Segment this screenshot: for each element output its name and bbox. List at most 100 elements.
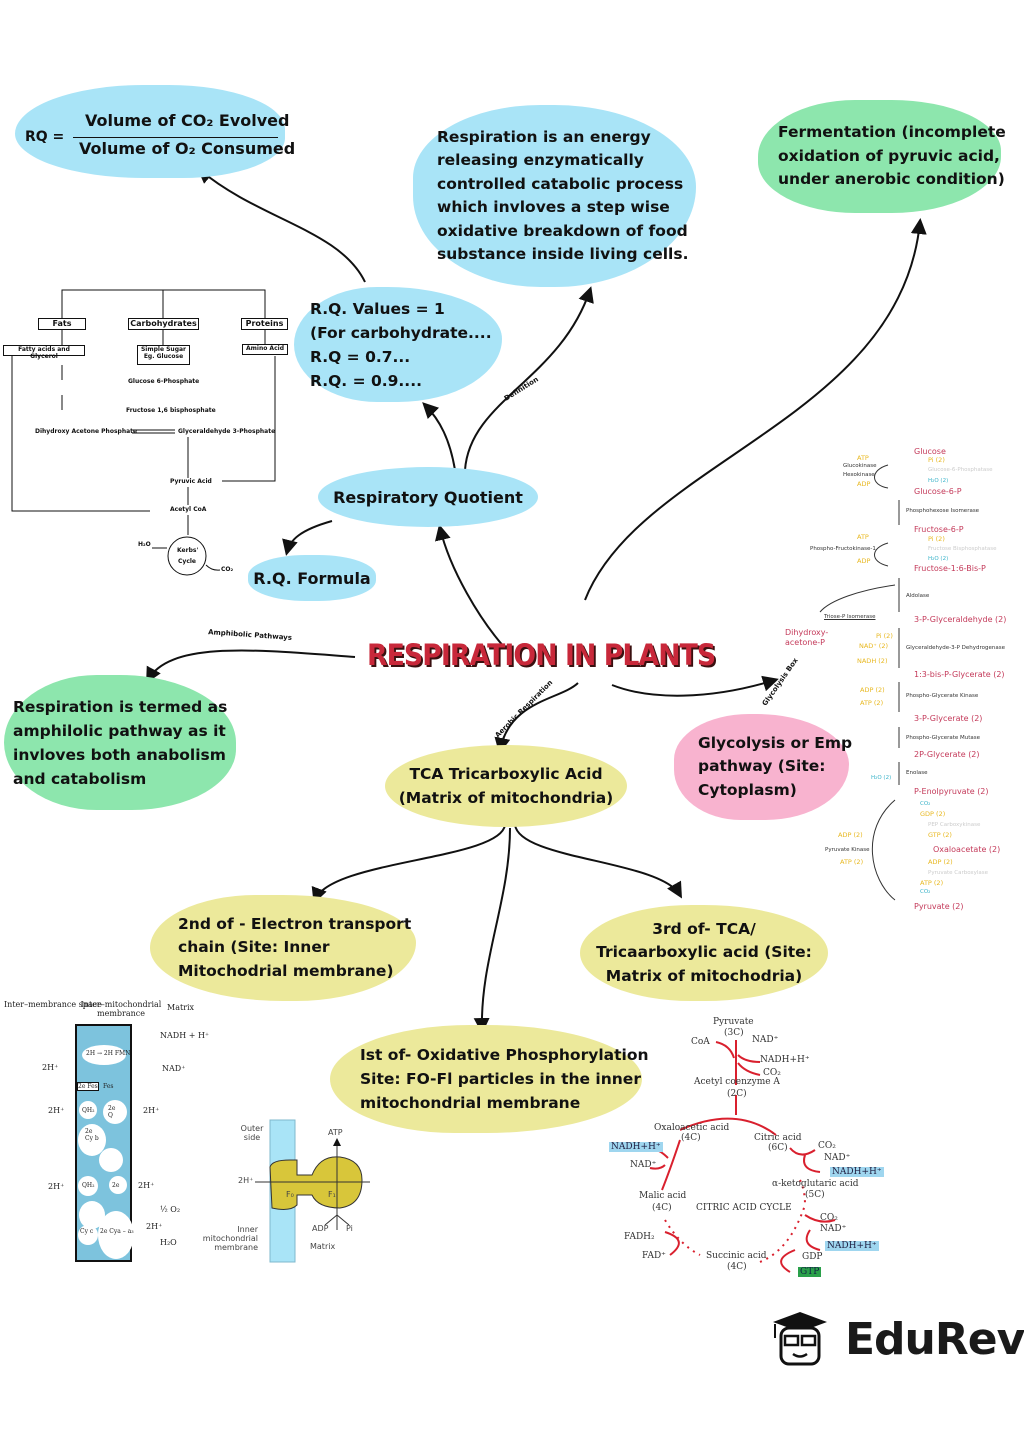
f0-label: F₀ (286, 1190, 294, 1199)
amphibolic-line: Respiration is termed as (13, 697, 228, 716)
q-label: 2e Q (108, 1105, 116, 1119)
inner-membrane-label: Inner mitochondrial membrane (202, 1225, 258, 1252)
definition-line: controlled catabolic process (437, 174, 684, 193)
akg-label: α-ketoglutaric acid (772, 1179, 859, 1189)
metabolite: 1:3-bis-P-Glycerate (2) (914, 670, 1005, 679)
proteins-box: Proteins (241, 318, 288, 330)
amphibolic-line: invloves both anabolism (13, 745, 226, 764)
amino-acid-box: Amino Acid (242, 344, 288, 355)
enzyme: Enolase (906, 770, 928, 776)
carbon-count: (6C) (768, 1143, 788, 1153)
co2-label: CO₂ (221, 566, 234, 573)
fes-label: Fes (103, 1083, 114, 1090)
tca-third-node[interactable]: 3rd of- TCA/ Tricaarboxylic acid (Site: … (580, 905, 828, 1001)
oxygen-label: ½ O₂ (160, 1205, 181, 1214)
cyc-label: Cy c (80, 1228, 94, 1235)
enzyme: Hexokinase (843, 472, 875, 478)
amphibolic-bubble: Respiration is termed as amphilolic path… (4, 675, 236, 810)
rq-formula-bubble: RQ = Volume of CO₂ Evolved Volume of O₂ … (15, 85, 295, 178)
respiratory-quotient-node[interactable]: Respiratory Quotient (318, 467, 538, 527)
oxphos-line: Site: FO-Fl particles in the inner (360, 1070, 641, 1088)
metabolite: acetone-P (785, 638, 825, 647)
rq-value-line: R.Q = 0.7... (310, 347, 411, 366)
tca-node[interactable]: TCA Tricarboxylic Acid (Matrix of mitoch… (385, 745, 627, 827)
outer-side-label: Outer side (240, 1124, 264, 1142)
metabolite: 2P-Glycerate (2) (914, 750, 980, 759)
imm-label: Inter–mitochondrial membrance (80, 1000, 162, 1018)
pi-label: Pi (346, 1224, 353, 1233)
oxphos-line: Ist of- Oxidative Phosphorylation (360, 1046, 649, 1064)
cofactor: ATP (2) (840, 858, 864, 866)
enzyme: Pyruvate Carboxylase (928, 870, 989, 876)
fatty-acids-box: Fatty acids and Glycerol (3, 345, 85, 360)
cofactor: ATP (2) (860, 699, 884, 707)
cofactor: ADP (2) (838, 831, 863, 839)
nad-label: NAD⁺ (630, 1160, 657, 1170)
rq-values-bubble: R.Q. Values = 1 (For carbohydrate.... R.… (294, 287, 502, 402)
coa-label: CoA (691, 1037, 710, 1047)
cofactor: NADH (2) (857, 657, 888, 665)
h2o-label: H₂O (138, 541, 151, 548)
matrix-label: Matrix (167, 1003, 195, 1012)
cofactor: CO₂ (920, 801, 931, 807)
proton-label: 2H⁺ (146, 1222, 163, 1231)
electron-label: 2e (112, 1182, 120, 1189)
page-title: RESPIRATION IN PLANTS (367, 638, 716, 672)
glycolysis-line: Cytoplasm) (698, 780, 797, 799)
cofactor: ATP (857, 533, 869, 541)
enzyme: Triose-P Isomerase (824, 614, 876, 620)
proton-label: 2H⁺ (48, 1182, 65, 1191)
nadh-label: NADH+H⁺ (760, 1055, 810, 1065)
enzyme: Phospho-Glycerate Kinase (906, 693, 979, 699)
co2-label: CO₂ (818, 1141, 836, 1151)
malic-label: Malic acid (639, 1191, 687, 1201)
carbon-count: (4C) (681, 1133, 701, 1143)
carbon-count: (3C) (724, 1028, 744, 1038)
matrix-label: Matrix (310, 1242, 336, 1251)
cycle-label: CITRIC ACID CYCLE (696, 1203, 792, 1213)
co2-label: CO₂ (763, 1068, 781, 1078)
fadh-label: FADH₂ (624, 1232, 655, 1242)
enzyme: Phosphohexose Isomerase (906, 508, 980, 514)
enzyme: Aldolase (906, 593, 930, 599)
fermentation-line: Fermentation (incomplete (778, 123, 1006, 142)
f1-label: F₁ (328, 1190, 336, 1199)
cofactor: ATP (2) (920, 879, 944, 887)
glycolysis-node[interactable]: Glycolysis or Emp pathway (Site: Cytopla… (674, 714, 852, 820)
carbon-count: (5C) (805, 1190, 825, 1200)
definition-bubble: Respiration is an energy releasing enzym… (413, 105, 696, 287)
cofactor: ADP (2) (860, 686, 885, 694)
glycolysis-line: pathway (Site: (698, 757, 826, 776)
enzyme: Glucose-6-Phosphatase (928, 467, 993, 473)
carbon-count: (4C) (727, 1262, 747, 1272)
tca-line: TCA Tricarboxylic Acid (409, 765, 603, 783)
nad-label: NAD⁺ (820, 1224, 847, 1234)
metabolite: Oxaloacetate (2) (933, 845, 1001, 854)
fes-box: 2e Fes (77, 1082, 99, 1091)
proton-label: 2H⁺ (48, 1106, 65, 1115)
metabolite: P-Enolpyruvate (2) (914, 787, 989, 796)
respiratory-quotient-label: Respiratory Quotient (333, 487, 523, 507)
acetyl-label: Acetyl CoA (170, 506, 207, 513)
fermentation-line: under anerobic condition) (778, 170, 1005, 189)
etc-line: 2nd of - Electron transport (178, 914, 412, 933)
oxphos-line: mitochondrial membrane (360, 1094, 581, 1112)
cofactor: CO₂ (920, 889, 931, 895)
rq-formula-node[interactable]: R.Q. Formula (248, 555, 376, 601)
fermentation-bubble: Fermentation (incomplete oxidation of py… (758, 100, 1006, 213)
etc-node[interactable]: 2nd of - Electron transport chain (Site:… (150, 895, 416, 1001)
dhap-label: Dihydroxy Acetone Phosphate (35, 428, 138, 435)
cyb-label: 2e Cy b (85, 1128, 99, 1142)
cofactor: GTP (2) (928, 831, 952, 839)
water-label: H₂O (160, 1238, 177, 1247)
oxphos-node[interactable]: Ist of- Oxidative Phosphorylation Site: … (330, 1025, 649, 1133)
enzyme: Glyceraldehyde-3-P Dehydrogenase (906, 645, 1005, 651)
cofactor: H₂O (2) (928, 556, 949, 562)
nadh-badge: NADH+H⁺ (830, 1167, 884, 1177)
rq-formula-label: R.Q. Formula (253, 568, 371, 588)
metabolite: Pyruvate (2) (914, 902, 964, 911)
etc-line: Mitochodrial membrane) (178, 961, 394, 980)
tca-line: (Matrix of mitochondria) (398, 789, 614, 807)
nadh-badge: NADH+H⁺ (609, 1142, 663, 1152)
